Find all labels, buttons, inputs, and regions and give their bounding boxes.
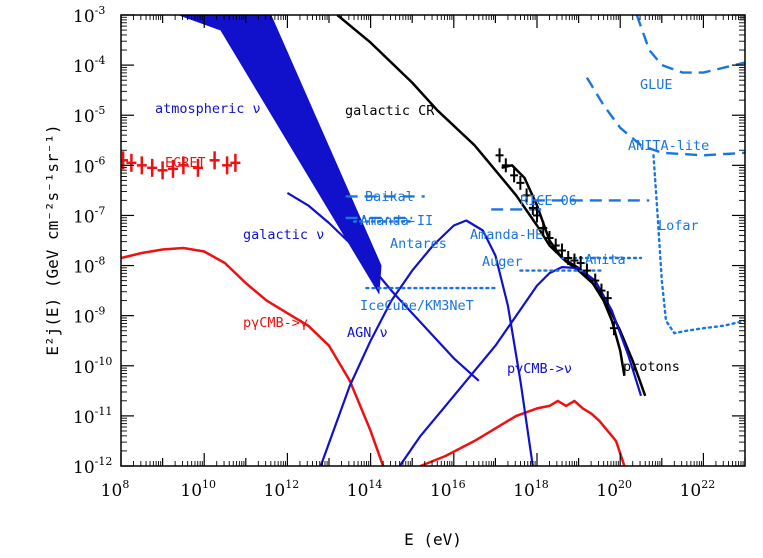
curve-p-gamma-cmb-gamma-high [420,399,626,466]
curve-glue [635,15,745,74]
x-tick-label: 1022 [680,478,716,501]
egret-point [136,156,147,175]
y-tick-label: 10-5 [73,104,105,127]
tick-labels: 108 1010 1012 1014 1016 1018 1020 1022 10-12 10-1… [73,4,715,501]
cr-data-point [545,230,554,245]
cr-data-point [516,175,525,190]
cr-data-point [603,291,612,306]
y-tick-label: 10-7 [73,204,105,227]
y-axis-title: E²j(E) (GeV cm⁻²s⁻¹sr⁻¹) [43,124,62,355]
axis-ticks [120,14,746,467]
cr-data-point [528,200,537,215]
label-galactic-cr: galactic CR [345,103,435,119]
cr-data-point [551,238,560,253]
cr-data-point [582,263,591,278]
label-glue: GLUE [640,77,673,93]
label-amanda-he: Amanda-HE [470,227,543,243]
y-tick-label: 10-10 [73,355,112,378]
egret-point [192,158,203,177]
cr-data-point [495,148,504,163]
egret-point [126,153,137,172]
y-tick-label: 10-9 [73,305,105,328]
label-amanda-ii: Amanda-II [360,213,433,229]
y-tick-label: 10-4 [73,54,105,77]
cr-data-point [609,321,618,336]
egret-point [222,156,233,175]
cr-data-point [533,208,541,223]
label-egret: EGRET [165,155,206,171]
curve-p-gamma-cmb-gamma [121,246,385,466]
plot-area [121,15,745,466]
egret-point [230,153,241,172]
egret-point [209,151,220,170]
curve-lofar [652,154,745,335]
y-tick-label: 10-12 [73,455,112,478]
curve-anita-lite [585,76,745,157]
atmospheric-nu-band [179,15,382,295]
cr-data-point [557,243,566,258]
curve-galactic-nu [286,191,480,382]
label-anita-lite: ANITA-lite [628,138,709,154]
label-galactic-nu: galactic ν [243,227,324,243]
label-rice-06: RICE 06 [520,193,577,209]
curve-agn-nu [319,219,534,466]
x-tick-label: 1012 [264,478,300,501]
x-tick-label: 108 [101,478,130,501]
cr-data-point [564,251,573,266]
egret-point [121,151,129,170]
cr-data-point [591,273,600,288]
cr-data-point [522,188,531,203]
egret-point [147,158,158,177]
y-tick-label: 10-11 [73,405,112,428]
x-tick-label: 1016 [430,478,466,501]
cr-data-point [510,168,519,183]
label-icecube: IceCube/KM3NeT [360,298,474,314]
label-pg-nu: pγCMB->ν [507,361,572,377]
label-anita: Anita [585,252,626,268]
label-lofar: Lofar [658,218,699,234]
plot-frame [120,14,746,467]
y-tick-label: 10-8 [73,255,105,278]
egret-point [178,156,189,175]
y-tick-label: 10-3 [73,4,105,27]
label-agn-nu: AGN ν [347,325,388,341]
x-tick-label: 1014 [347,478,383,501]
egret-point [168,159,178,178]
x-tick-label: 1018 [513,478,549,501]
x-axis-title: E (eV) [404,530,462,549]
label-atmospheric-nu: atmospheric ν [155,101,261,117]
x-tick-label: 1020 [596,478,632,501]
label-antares: Antares [390,236,447,252]
x-tick-label: 1010 [180,478,216,501]
label-baikal: Baikal [365,189,414,205]
cr-data-point [576,256,585,271]
label-pg-gamma: pγCMB->γ [243,315,308,331]
cr-data-point [501,158,510,173]
egret-point [157,161,168,180]
cr-data-point [539,220,548,235]
curve-p-gamma-cmb-nu [398,266,643,466]
label-protons: protons [623,359,680,375]
cr-data-point [570,253,579,268]
y-tick-label: 10-6 [73,154,105,177]
cr-data-point [597,283,606,298]
label-auger: Auger [482,254,523,270]
